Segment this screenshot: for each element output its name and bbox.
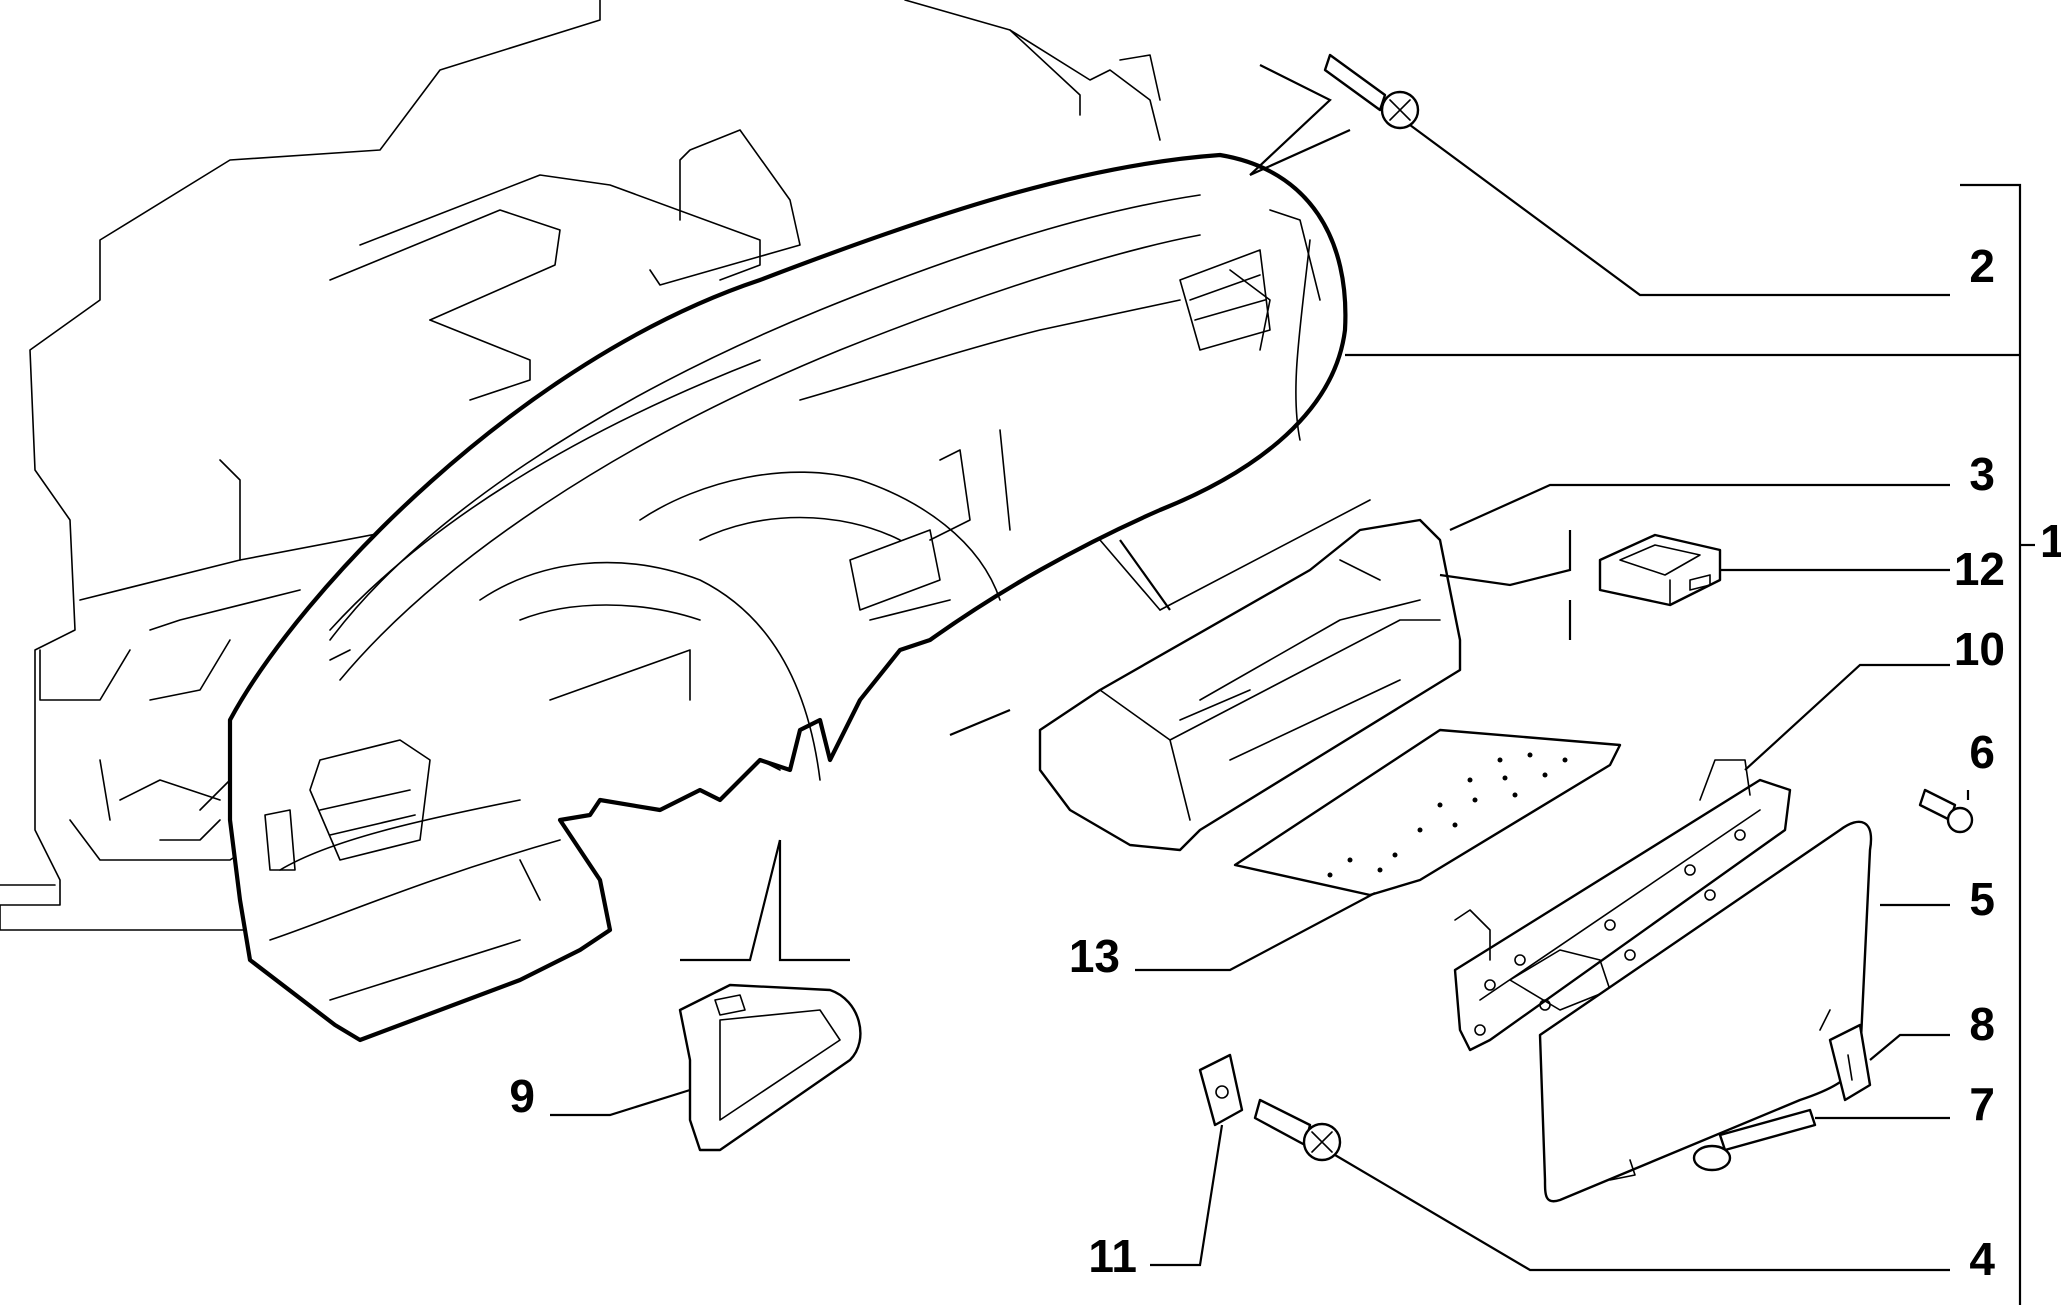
leader-lines — [550, 64, 2035, 1305]
hinge-plate — [1453, 759, 1792, 1052]
callout-8: 8 — [1969, 998, 1995, 1050]
callout-7: 7 — [1969, 1078, 1995, 1130]
callout-11: 11 — [1088, 1230, 1137, 1282]
pin-7 — [1692, 1108, 1817, 1172]
clip-8 — [1828, 1023, 1872, 1102]
callout-10: 10 — [1954, 623, 2005, 675]
callout-1: 1 — [2040, 515, 2061, 567]
callout-labels: 1 2 3 12 10 6 5 8 7 4 11 13 9 — [509, 240, 2061, 1285]
callout-5: 5 — [1969, 873, 1995, 925]
callout-3: 3 — [1969, 448, 1995, 500]
clip-11 — [1198, 1053, 1244, 1127]
bezel-9 — [678, 983, 862, 1152]
callout-6: 6 — [1969, 726, 1995, 778]
callout-13: 13 — [1069, 930, 1120, 982]
glove-box-housing — [1038, 518, 1462, 852]
screw-6 — [1918, 788, 1974, 834]
callout-4: 4 — [1969, 1233, 1995, 1285]
storage-tray — [1598, 533, 1722, 607]
callout-9: 9 — [509, 1070, 535, 1122]
callout-2: 2 — [1969, 240, 1995, 292]
dashboard-panel — [227, 152, 1371, 1043]
screw-2 — [1323, 53, 1420, 130]
callout-12: 12 — [1954, 543, 2005, 595]
bolt-4 — [1253, 1098, 1342, 1162]
